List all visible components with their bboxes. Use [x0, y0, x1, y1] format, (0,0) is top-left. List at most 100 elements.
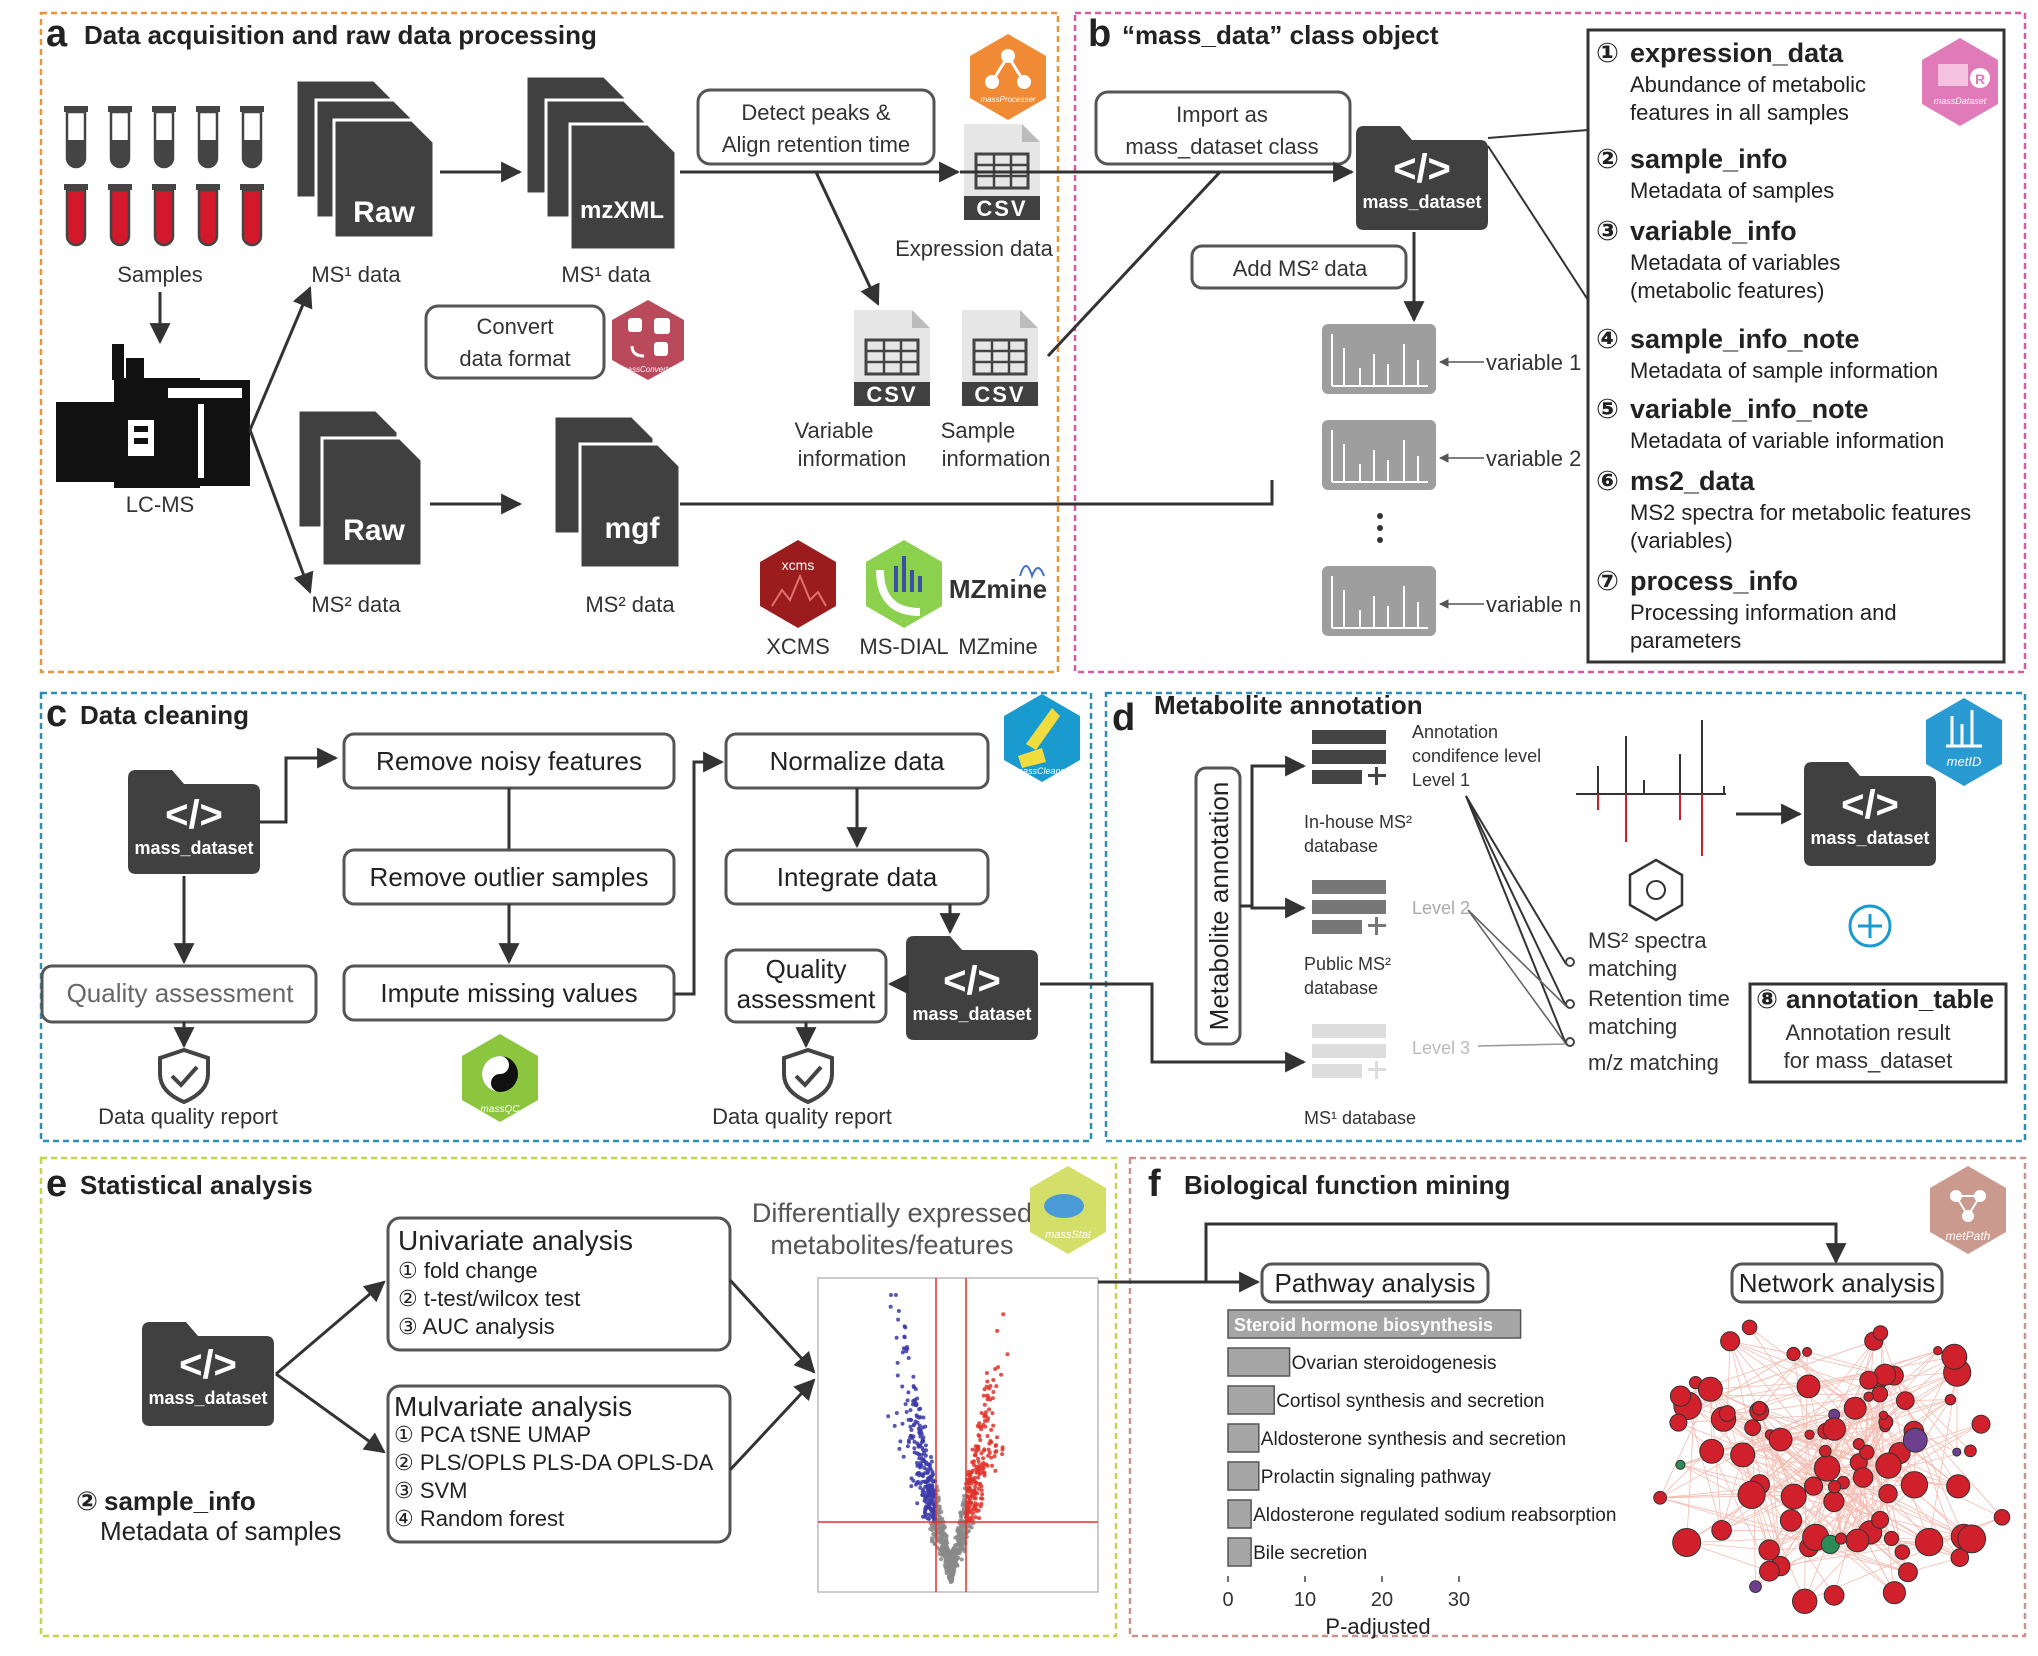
network-analysis-box [1730, 1262, 1944, 1304]
network-node [1699, 1438, 1725, 1464]
diff-line2: metabolites/features [770, 1230, 1013, 1260]
panel-f-border [1128, 1156, 2027, 1638]
network-node [1852, 1467, 1874, 1488]
network-node [1852, 1438, 1865, 1450]
massconverter-logo: massConverter [612, 300, 684, 380]
msdial-label: MS-DIAL [859, 634, 948, 659]
code-icon-c: </> [165, 793, 223, 837]
item-number: ③ [1596, 216, 1619, 246]
svg-text:R: R [1975, 71, 1985, 87]
network-node [1872, 1325, 1889, 1341]
network-node [1859, 1444, 1875, 1461]
variable-n-label: variable n [1486, 592, 1581, 617]
network-node [1863, 1391, 1874, 1402]
network-graph [1653, 1319, 2011, 1615]
integrate-box [724, 848, 990, 906]
mzmine-logo-text: MZmine [949, 574, 1047, 604]
spectrum-variable-2 [1321, 419, 1437, 491]
network-node [1675, 1459, 1686, 1470]
network-node [1759, 1560, 1780, 1582]
item-desc-1: Abundance of metabolic [1630, 72, 1866, 97]
panel-a-border [39, 11, 1060, 674]
network-node [1803, 1476, 1824, 1496]
convert-format-box [424, 304, 606, 380]
multivariate-item: ④ Random forest [394, 1506, 564, 1531]
panel-c-letter: c [46, 693, 67, 735]
match-rt-line1: Retention time [1588, 986, 1730, 1011]
network-node [1779, 1509, 1803, 1532]
pathway-bar-label: Ovarian steroidogenesis [1292, 1353, 1497, 1374]
item-desc-1: Metadata of variables [1630, 250, 1840, 275]
univariate-item: ① fold change [398, 1258, 538, 1283]
pathway-analysis-box [1260, 1262, 1490, 1304]
pathway-bar-label: Aldosterone regulated sodium reabsorptio… [1253, 1505, 1616, 1526]
metpath-logo-text: metPath [1946, 1229, 1991, 1243]
mzmine-label: MZmine [958, 634, 1037, 659]
network-node [1822, 1417, 1847, 1441]
sample-info-desc: Metadata of samples [100, 1516, 341, 1546]
network-node [1875, 1452, 1902, 1479]
pathway-bar [1227, 1309, 1522, 1339]
network-node [1897, 1562, 1918, 1583]
multivariate-item: ② PLS/OPLS PLS-DA OPLS-DA [394, 1450, 714, 1475]
network-node [1796, 1374, 1821, 1399]
network-node [1669, 1413, 1688, 1432]
network-node [1802, 1346, 1813, 1357]
network-node [1902, 1427, 1928, 1453]
pathway-bar [1227, 1385, 1275, 1415]
detect-line1: Detect peaks & [741, 100, 891, 125]
x-axis-label: P-adjusted [1325, 1614, 1430, 1639]
network-node [1993, 1509, 2011, 1526]
pathway-bar-label: Prolactin signaling pathway [1261, 1467, 1492, 1488]
match-ms2-line1: MS² spectra [1588, 928, 1707, 953]
multivariate-box [386, 1384, 732, 1544]
msdial-logo [866, 540, 942, 628]
sample-caption-2: information [942, 446, 1051, 471]
network-node [1878, 1484, 1898, 1504]
item-number: ⑥ [1596, 466, 1619, 496]
network-node [1711, 1520, 1732, 1541]
plus-icon [1848, 904, 1892, 948]
quality2-line2: assessment [737, 984, 876, 1014]
network-node [1845, 1528, 1870, 1553]
item-desc-2: features in all samples [1630, 100, 1849, 125]
inhouse-db-icon [1312, 730, 1386, 785]
network-node [1720, 1331, 1741, 1352]
match-ms2-line2: matching [1588, 956, 1677, 981]
pathway-bar-label: Aldosterone synthesis and secretion [1261, 1429, 1566, 1450]
massstat-logo-text: massStat [1045, 1229, 1092, 1241]
network-node [1971, 1414, 1991, 1434]
network-node [1823, 1490, 1845, 1513]
network-node [1914, 1527, 1944, 1557]
annotation-vertical-label: Metabolite annotation [1204, 782, 1234, 1031]
mass-dataset-label-c2: mass_dataset [912, 1004, 1031, 1024]
convert-line2: data format [459, 346, 570, 371]
pathway-bar-label: Cortisol synthesis and secretion [1276, 1391, 1544, 1412]
massdataset-logo: R massDataset [1922, 38, 1998, 126]
univariate-item: ③ AUC analysis [398, 1314, 555, 1339]
csv-variable-label: CSV [866, 382, 917, 407]
impute-label: Impute missing values [380, 978, 637, 1008]
network-node [1752, 1400, 1767, 1416]
network-node [1944, 1394, 1957, 1406]
report-label-1: Data quality report [98, 1104, 278, 1129]
item-desc-2: (variables) [1630, 528, 1733, 553]
annotation-table-num: ⑧ [1756, 984, 1778, 1014]
panel-e-border [39, 1156, 1118, 1638]
pathway-bar [1227, 1499, 1252, 1529]
variable-1-label: variable 1 [1486, 350, 1581, 375]
network-node [1895, 1391, 1915, 1410]
panel-a-letter: a [46, 13, 68, 55]
panel-c-title: Data cleaning [80, 700, 249, 730]
ms1-db-icon [1312, 1024, 1386, 1079]
molecule-icon [1628, 858, 1684, 922]
multivariate-title: Mulvariate analysis [394, 1391, 632, 1422]
spectrum-variable-1 [1321, 323, 1437, 395]
spectrum-variable-n [1321, 565, 1437, 637]
import-line1: Import as [1176, 102, 1268, 127]
level3-label: Level 3 [1412, 1038, 1470, 1058]
sample-tube [109, 188, 131, 247]
pathway-bar [1227, 1347, 1291, 1377]
mzmine-logo: MZmine [949, 565, 1047, 604]
